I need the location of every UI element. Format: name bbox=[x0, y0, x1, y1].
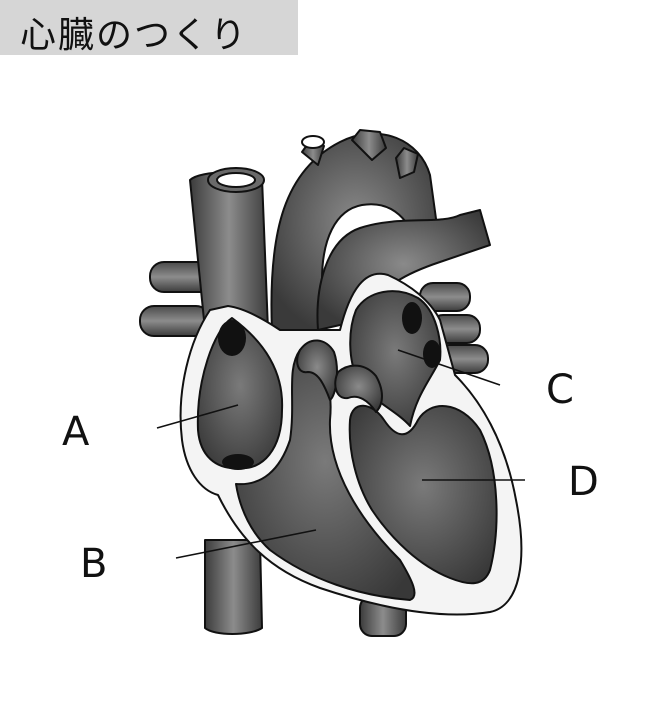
left-ventricle-chamber bbox=[348, 404, 498, 585]
right-atrium-lower-spot bbox=[222, 454, 254, 470]
inferior-vena-cava bbox=[204, 539, 263, 635]
label-a: A bbox=[62, 409, 90, 455]
leader-line-a bbox=[156, 404, 239, 429]
left-atrium-spot-1 bbox=[402, 302, 422, 334]
vena-cava-opening bbox=[216, 172, 256, 188]
left-atrium-spot-2 bbox=[423, 340, 441, 368]
aorta-branch-3 bbox=[395, 147, 419, 179]
leader-line-b bbox=[175, 529, 317, 559]
right-atrium-dark-spot bbox=[218, 320, 246, 356]
label-c: C bbox=[546, 367, 574, 413]
page-title: 心臓のつくり bbox=[20, 15, 249, 56]
aortic-arch bbox=[270, 132, 441, 331]
aorta-branch-1-opening bbox=[301, 135, 325, 149]
aorta-branch-2 bbox=[351, 129, 387, 161]
label-b: B bbox=[80, 541, 108, 587]
title-banner: 心臓のつくり bbox=[0, 0, 298, 56]
pulmonary-valve bbox=[296, 339, 338, 401]
aortic-valve bbox=[334, 364, 383, 413]
leader-line-c bbox=[397, 349, 501, 386]
label-d: D bbox=[568, 459, 599, 505]
